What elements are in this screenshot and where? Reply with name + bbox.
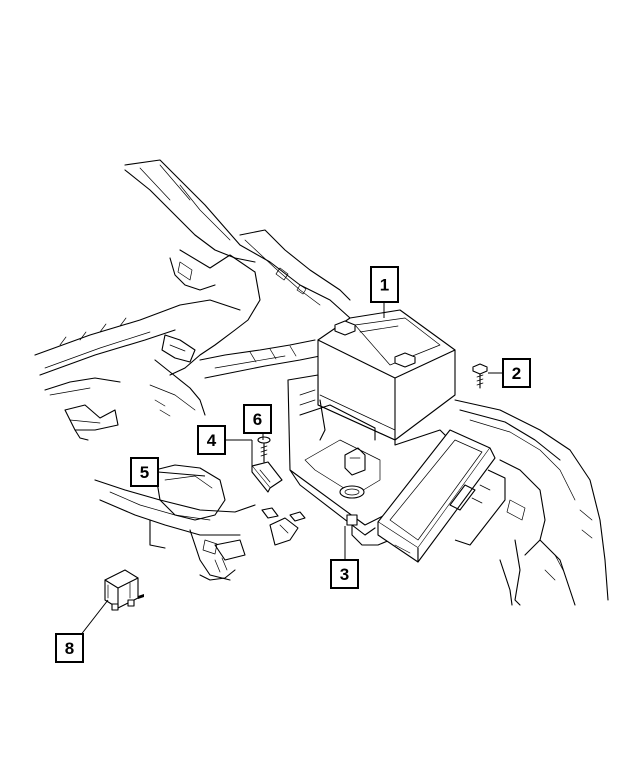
bolt-part-6 — [257, 436, 271, 463]
callout-2: 2 — [502, 358, 531, 388]
callout-2-label: 2 — [512, 364, 521, 383]
leader-8 — [79, 599, 109, 637]
battery — [317, 309, 456, 441]
bracket-part-4 — [251, 461, 306, 546]
callout-1-label: 1 — [380, 276, 389, 295]
lower-apron — [64, 404, 256, 581]
callout-4: 4 — [197, 425, 226, 455]
callout-8-label: 8 — [65, 639, 74, 658]
callout-3: 3 — [330, 559, 359, 589]
callout-5: 5 — [130, 457, 159, 487]
bolt-part-2 — [472, 363, 488, 389]
callout-8: 8 — [55, 633, 84, 663]
power-distribution-center — [377, 429, 506, 563]
callout-1: 1 — [370, 266, 399, 303]
callout-6-label: 6 — [253, 410, 262, 429]
bracket-part-8 — [104, 569, 144, 611]
callout-6: 6 — [243, 404, 272, 434]
callout-3-label: 3 — [340, 565, 349, 584]
leader-5 — [157, 471, 206, 477]
callout-5-label: 5 — [140, 463, 149, 482]
body-structure — [34, 159, 609, 606]
callout-4-label: 4 — [207, 431, 217, 450]
